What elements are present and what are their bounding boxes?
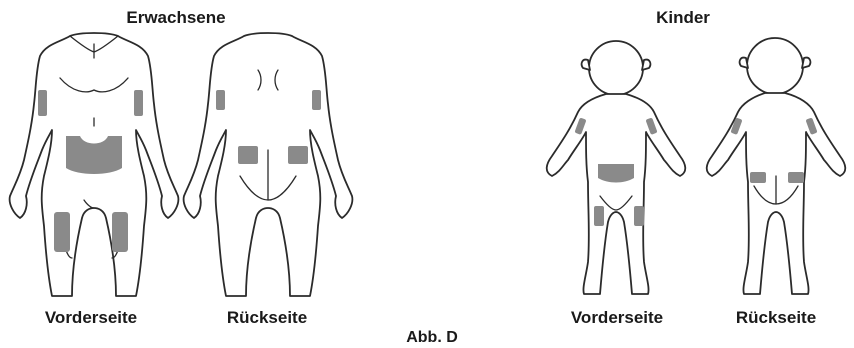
adult-front-label: Vorderseite bbox=[45, 308, 137, 328]
child-front-abdomen-zone bbox=[598, 164, 634, 183]
child-front-right-thigh-zone bbox=[634, 206, 644, 226]
child-back-label: Rückseite bbox=[736, 308, 816, 328]
adult-back-left-hip-zone bbox=[238, 146, 258, 164]
adult-back-right-upper-arm-zone bbox=[312, 90, 321, 110]
adult-front-right-thigh-zone bbox=[112, 212, 128, 252]
child-back-right-hip-zone bbox=[788, 172, 804, 183]
figure-caption: Abb. D bbox=[406, 328, 458, 348]
child-front-label: Vorderseite bbox=[571, 308, 663, 328]
adult-back-right-hip-zone bbox=[288, 146, 308, 164]
adult-front-left-upper-arm-zone bbox=[38, 90, 47, 116]
adult-back-left-upper-arm-zone bbox=[216, 90, 225, 110]
child-front-left-thigh-zone bbox=[594, 206, 604, 226]
adult-back-figure bbox=[184, 33, 353, 296]
adult-front-right-upper-arm-zone bbox=[134, 90, 143, 116]
child-back-left-hip-zone bbox=[750, 172, 766, 183]
adult-front-left-thigh-zone bbox=[54, 212, 70, 252]
child-back-figure bbox=[707, 38, 846, 294]
adult-back-label: Rückseite bbox=[227, 308, 307, 328]
